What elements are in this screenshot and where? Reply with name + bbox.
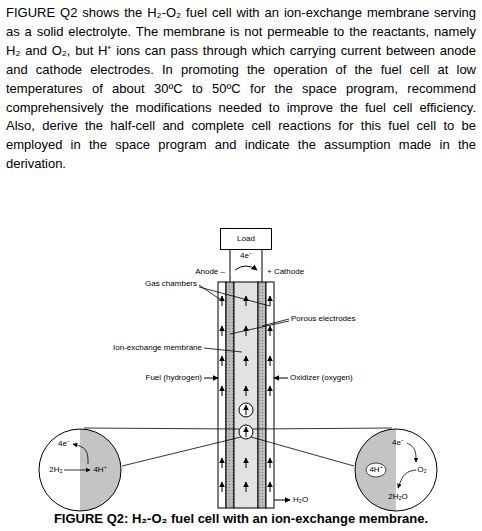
part-label: Porous electrodes xyxy=(291,314,355,324)
question-text: FIGURE Q2 shows the H₂-O₂ fuel cell with… xyxy=(6,4,476,174)
input-label: Oxidizer (oxygen) xyxy=(290,373,353,383)
electrode-label: Anode – xyxy=(195,267,225,277)
fuel-cell-body xyxy=(218,282,274,508)
part-label: Gas chambers xyxy=(145,279,197,289)
cathode-reaction-circle: 4e⁻ 4H⁺ O₂ 2H₂O xyxy=(354,428,438,512)
reaction-species: 4H⁺ xyxy=(93,465,106,475)
reaction-species: 2H₂ xyxy=(49,465,62,475)
reaction-species: 4e⁻ xyxy=(392,438,404,448)
leader-lines xyxy=(84,285,392,466)
output-label: H₂O xyxy=(293,495,308,505)
input-label: Fuel (hydrogen) xyxy=(146,373,202,383)
reaction-species: O₂ xyxy=(417,465,426,475)
reaction-species: 4H⁺ xyxy=(369,465,382,475)
box-label: Load xyxy=(221,229,271,249)
electrode-label: + Cathode xyxy=(267,267,304,277)
load-wires xyxy=(230,250,262,282)
figure-caption: FIGURE Q2: H₂-O₂ fuel cell with an ion-e… xyxy=(0,511,482,527)
reaction-species: 4e⁻ xyxy=(58,439,70,449)
electron-label: 4e⁻ xyxy=(240,251,252,261)
load-box: Load xyxy=(220,228,272,250)
feed-arrows xyxy=(204,378,290,500)
part-label: Ion-exchange membrane xyxy=(113,343,202,353)
anode-reaction-circle: 4e⁻ 2H₂ 4H⁺ xyxy=(38,428,122,512)
membrane-detail-circles xyxy=(239,403,253,439)
reaction-species: 2H₂O xyxy=(388,492,408,502)
